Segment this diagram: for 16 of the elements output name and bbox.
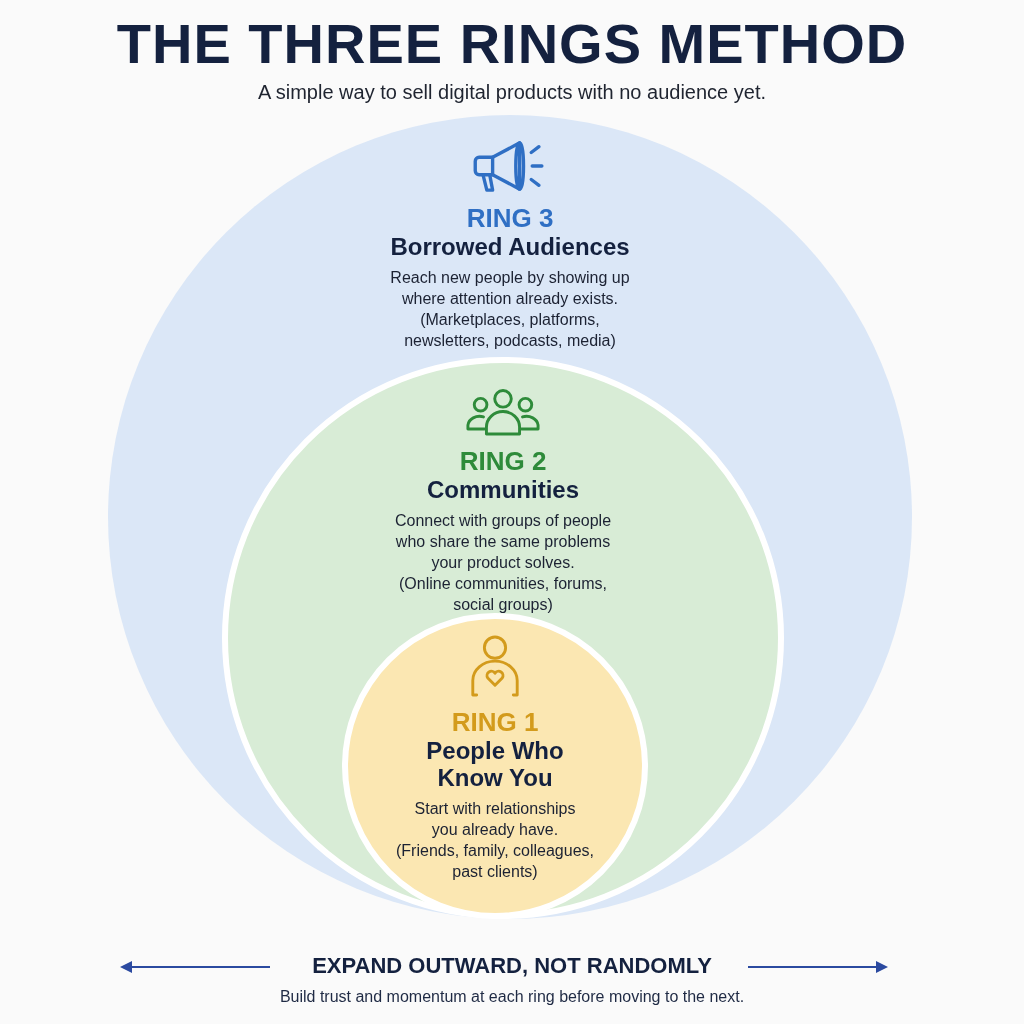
- ring-label: RING 2: [459, 446, 547, 476]
- ring-label: RING 3: [466, 203, 554, 233]
- ring-examples: (Online communities, forums, social groups): [397, 574, 609, 615]
- ring-examples: (Friends, family, colleagues, past clients): [395, 841, 595, 882]
- ring-heading: People Who Know You: [425, 737, 565, 791]
- ring-description: Connect with groups of people who share the same problems your product solves.: [393, 511, 613, 573]
- ring-examples: (Marketplaces, platforms, newsletters, podcasts, media): [403, 310, 617, 351]
- ring-heading: Borrowed Audiences: [390, 233, 630, 260]
- footer-note: Build trust and momentum at each ring before moving to the next.: [279, 987, 745, 1007]
- ring-label: RING 1: [451, 707, 539, 737]
- ring-description: Reach new people by showing up where attention already exists.: [389, 268, 631, 309]
- tagline-heading: EXPAND OUTWARD, NOT RANDOMLY: [312, 952, 712, 980]
- subtitle: A simple way to sell digital products with no audience yet.: [257, 80, 766, 105]
- ring-description: Start with relationships you already have.: [413, 799, 577, 840]
- ring-heading: Communities: [427, 476, 579, 503]
- title: THE THREE RINGS METHOD: [116, 12, 908, 76]
